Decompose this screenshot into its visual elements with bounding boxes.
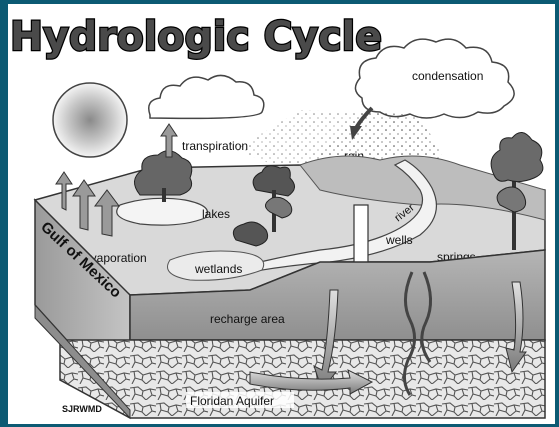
sun-icon	[53, 83, 127, 157]
wells-label: wells	[385, 233, 413, 247]
wetlands-label: wetlands	[194, 262, 242, 276]
credit-label: SJRWMD	[62, 404, 102, 414]
lake	[117, 198, 208, 225]
lakes-label: lakes	[202, 207, 230, 221]
transpiration-label: transpiration	[182, 139, 248, 153]
recharge-area-label: recharge area	[210, 312, 285, 326]
condensation-label: condensation	[412, 69, 483, 83]
floridan-aquifer-label: Floridan Aquifer	[190, 394, 274, 408]
transpiration-cloud	[149, 75, 264, 118]
diagram-title: Hydrologic Cycle	[10, 14, 382, 60]
tree-cluster-lakes	[134, 151, 191, 202]
